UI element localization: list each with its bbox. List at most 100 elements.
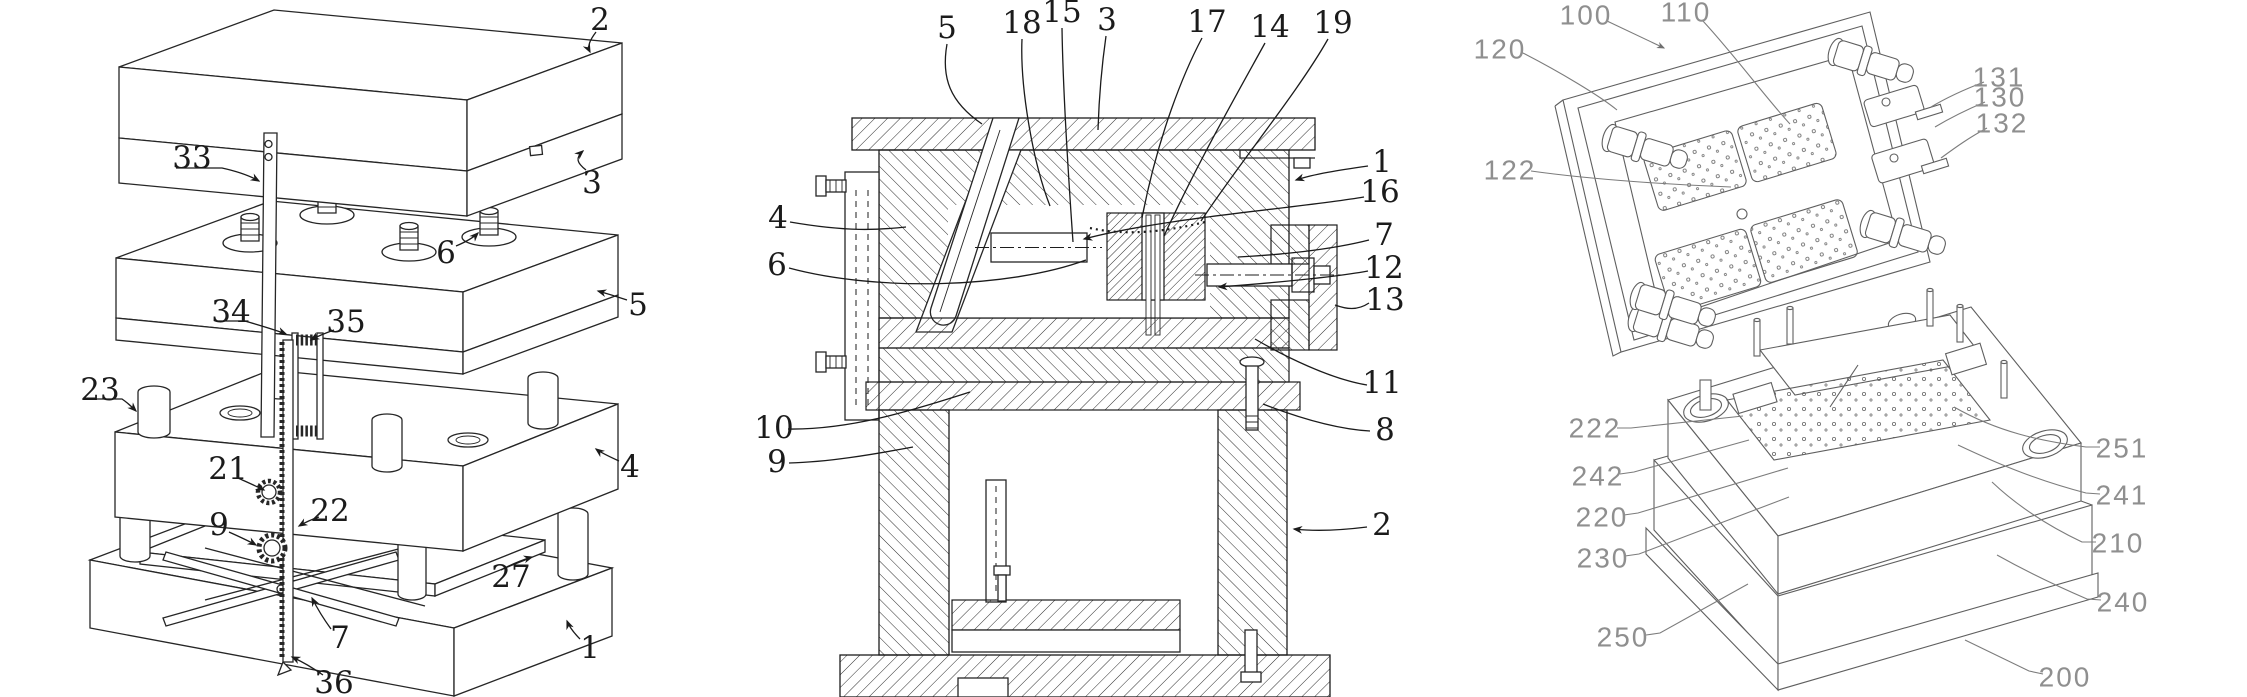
leader-line-4 bbox=[594, 448, 620, 462]
ref-label-251: 251 bbox=[2096, 433, 2149, 464]
leader-line-19 bbox=[1200, 38, 1329, 222]
return-pin bbox=[1753, 317, 1761, 357]
leader-line-4 bbox=[789, 221, 907, 231]
ref-label-11: 11 bbox=[1362, 365, 1401, 401]
leader-line-241 bbox=[1957, 444, 2101, 495]
leader-line-132 bbox=[1940, 127, 1988, 159]
ref-label-17: 17 bbox=[1187, 4, 1226, 40]
ejector-assembly bbox=[951, 479, 1181, 697]
ref-label-7: 7 bbox=[1374, 217, 1394, 253]
ref-label-1: 1 bbox=[1372, 144, 1392, 180]
dotted-parting-line bbox=[1089, 220, 1206, 234]
ref-label-110: 110 bbox=[1661, 0, 1712, 28]
leader-line-36 bbox=[290, 656, 324, 676]
leader-line-14 bbox=[1163, 42, 1266, 237]
leader-line-1 bbox=[566, 619, 581, 640]
leader-line-2 bbox=[1292, 526, 1368, 534]
screw-boss bbox=[381, 221, 437, 262]
side-peg bbox=[528, 144, 544, 157]
ref-label-242: 242 bbox=[1572, 461, 1625, 492]
leader-line-3 bbox=[574, 150, 587, 171]
leader-line-12 bbox=[1217, 270, 1369, 291]
ref-label-34: 34 bbox=[211, 294, 250, 330]
gear-21 bbox=[255, 478, 283, 506]
ref-label-131: 131 bbox=[1973, 62, 2026, 93]
leader-line-240 bbox=[1996, 554, 2102, 601]
lower-mold-half bbox=[1626, 279, 2099, 692]
ref-label-7: 7 bbox=[330, 620, 350, 656]
ref-label-16: 16 bbox=[1360, 174, 1399, 210]
leader-line-2 bbox=[582, 31, 597, 54]
ref-label-33: 33 bbox=[172, 140, 211, 176]
ref-label-36: 36 bbox=[314, 665, 353, 697]
middle-mold-plate bbox=[115, 200, 619, 375]
return-pin bbox=[1786, 305, 1794, 345]
ref-label-2: 2 bbox=[590, 2, 610, 38]
ref-label-13: 13 bbox=[1365, 282, 1404, 318]
leader-line-23 bbox=[86, 398, 138, 413]
ref-label-4: 4 bbox=[620, 449, 640, 485]
right-leg bbox=[1217, 409, 1288, 656]
leader-line-9 bbox=[788, 446, 914, 464]
leader-line-6 bbox=[455, 231, 480, 247]
inclined-pin-line bbox=[939, 129, 1001, 313]
leader-line-230 bbox=[1624, 496, 1790, 557]
ref-label-4: 4 bbox=[768, 200, 788, 236]
leader-line-122 bbox=[1530, 170, 1732, 188]
ref-label-3: 3 bbox=[1097, 2, 1117, 38]
ref-label-100: 100 bbox=[1560, 0, 1613, 31]
leader-line-33 bbox=[176, 167, 261, 182]
corner-pin bbox=[1699, 379, 1712, 411]
leader-line-9 bbox=[228, 531, 258, 546]
leader-line-110 bbox=[1701, 19, 1791, 125]
plate-thickness-edge bbox=[1554, 99, 1622, 357]
leader-line-22 bbox=[297, 516, 320, 527]
ref-label-19: 19 bbox=[1313, 5, 1352, 41]
ref-label-122: 122 bbox=[1484, 155, 1537, 186]
leader-line-35 bbox=[309, 329, 335, 341]
leader-line-15 bbox=[1061, 27, 1074, 243]
ref-label-220: 220 bbox=[1576, 502, 1629, 533]
leader-line-3 bbox=[1097, 35, 1107, 131]
upper-mold-half bbox=[1554, 11, 1950, 357]
spring-clamp bbox=[291, 332, 324, 440]
leader-line-6 bbox=[788, 259, 1087, 285]
left-leg bbox=[878, 409, 950, 656]
leader-line-131 bbox=[1930, 81, 1985, 108]
ref-label-120: 120 bbox=[1474, 34, 1527, 65]
ref-label-21: 21 bbox=[208, 451, 247, 487]
gear-9 bbox=[256, 532, 288, 564]
ref-label-14: 14 bbox=[1250, 9, 1289, 45]
ref-label-210: 210 bbox=[2092, 528, 2145, 559]
ref-label-22: 22 bbox=[310, 493, 349, 529]
support-plate-c bbox=[865, 381, 1301, 411]
ref-label-6: 6 bbox=[767, 247, 787, 283]
leader-line-130 bbox=[1934, 101, 1986, 128]
ref-label-9: 9 bbox=[209, 507, 229, 543]
ref-label-250: 250 bbox=[1597, 622, 1650, 653]
leader-line-250 bbox=[1645, 583, 1749, 636]
leader-line-27 bbox=[500, 555, 534, 571]
gear-rack bbox=[276, 339, 294, 677]
return-pin bbox=[2000, 359, 2008, 399]
ref-label-10: 10 bbox=[754, 410, 793, 446]
lower-cavity-inserts bbox=[1654, 199, 1858, 313]
leader-line-5 bbox=[944, 43, 983, 125]
leader-line-8 bbox=[1262, 403, 1371, 432]
bolt-8 bbox=[1239, 356, 1265, 431]
ref-label-23: 23 bbox=[80, 372, 119, 408]
ref-label-241: 241 bbox=[2096, 480, 2149, 511]
leader-line-1 bbox=[1294, 165, 1369, 182]
support-plate-b bbox=[878, 347, 1290, 383]
leader-line-11 bbox=[1254, 338, 1368, 386]
ref-label-12: 12 bbox=[1364, 250, 1403, 286]
leader-line-251 bbox=[1953, 406, 2100, 448]
ref-label-1: 1 bbox=[580, 630, 600, 666]
leader-line-5 bbox=[596, 289, 628, 301]
leader-line-13 bbox=[1334, 302, 1370, 310]
vertical-bar bbox=[260, 132, 278, 438]
